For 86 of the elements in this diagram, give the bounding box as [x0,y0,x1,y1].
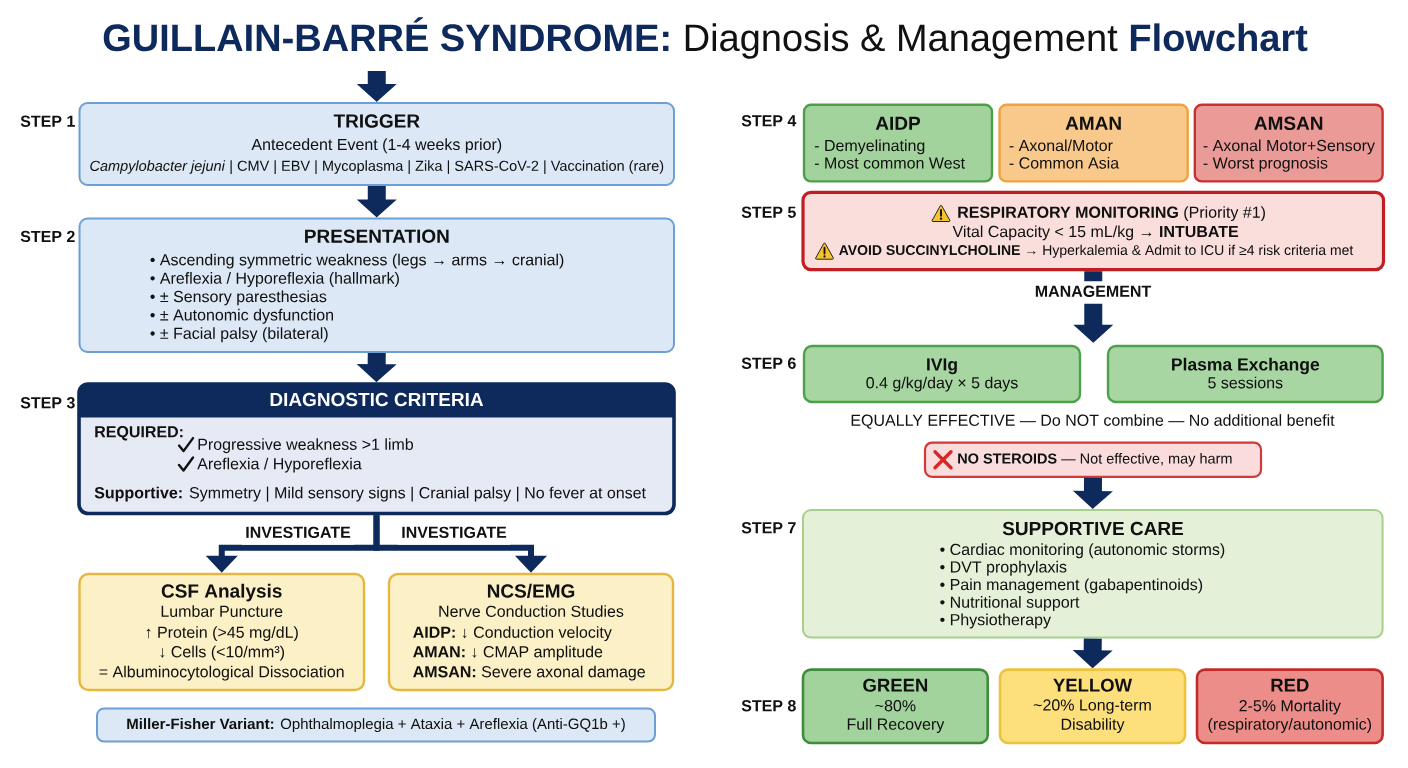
box-heading: RED [1271,678,1309,692]
category-box [998,103,1189,183]
test-box [387,572,675,692]
bullet-text: • Cardiac monitoring (autonomic storms) [940,543,1225,559]
box-text: Nerve Conduction Studies [439,605,624,617]
box-text: ~80% [875,700,916,712]
step-label: STEP 4 [741,115,797,127]
box-text: - Most common West [814,157,965,169]
box-text: Vital Capacity < 15 mL/kg → INTUBATE [952,225,1239,241]
box-text: ↓ Cells (<10/mm³) [160,645,285,661]
criteria-box [77,382,676,516]
box-heading: TRIGGER [333,114,420,128]
bullet-text: • DVT prophylaxis [940,560,1067,576]
step-label: STEP 1 [20,115,75,127]
box-text: Areflexia / Hyporeflexia [197,457,362,473]
note-box [96,707,656,743]
edge-label: MANAGEMENT [1031,281,1155,304]
bullet-text: • Areflexia / Hyporeflexia (hallmark) [150,272,399,287]
outcome-box [1195,668,1384,745]
box-text: Progressive weakness >1 limb [198,438,414,454]
box-text: Miller-Fisher Variant: Ophthalmoplegia + Ataxia + Areflexia (Anti-GQ1b +) [127,718,625,733]
box-text: AMAN: ↓ CMAP amplitude [413,645,603,661]
box-text: Antecedent Event (1-4 weeks prior) [251,138,502,154]
box-text: REQUIRED: [95,426,183,441]
note-text: EQUALLY EFFECTIVE — Do NOT combine — No additional benefit [851,414,1335,429]
warning-box [801,190,1386,272]
box-text: - Demyelinating [814,139,925,155]
box-text: = Albuminocytological Dissociation [99,665,344,681]
box-text: ↑ Protein (>45 mg/dL) [146,626,298,642]
box-text: AMSAN: Severe axonal damage [413,665,645,681]
box-text: Supportive: Symmetry | Mild sensory signs | Cranial palsy | No fever at onset [94,486,646,502]
title: GUILLAIN-BARRÉ SYNDROME: Diagnosis & Management Flowchart [103,17,1308,59]
bullet-text: • Pain management (gabapentinoids) [940,578,1203,594]
box-text: 5 sessions [1208,376,1283,389]
box-heading: AMSAN [1254,116,1323,130]
box-text: - Worst prognosis [1203,156,1328,172]
bullet-text: • ± Facial palsy (bilateral) [150,327,328,343]
step-label: STEP 3 [20,397,75,409]
bullet-text: • ± Sensory paresthesias [150,290,327,306]
process-box [78,217,675,353]
outcome-box [801,668,989,745]
bullet-text: • Physiotherapy [940,613,1051,629]
box-text: - Axonal Motor+Sensory [1203,139,1375,155]
category-box [1193,103,1384,183]
box-text: (respiratory/autonomic) [1208,718,1372,733]
box-heading: AIDP [875,116,921,130]
warning-box [923,441,1263,478]
box-text: NO STEROIDS — Not effective, may harm [958,453,1232,467]
box-heading: SUPPORTIVE CARE [1002,521,1183,536]
step-label: STEP 8 [741,700,796,712]
box-text: Full Recovery [847,718,945,733]
edge-label: INVESTIGATE [397,522,511,545]
process-box [802,509,1384,639]
edge-label: INVESTIGATE [241,522,355,545]
box-text: RESPIRATORY MONITORING (Priority #1) [958,206,1265,222]
box-text: Campylobacter jejuni | CMV | EBV | Mycoplasma | Zika | SARS-CoV-2 | Vaccination (rare) [90,160,664,174]
box-text: AIDP: ↓ Conduction velocity [413,626,612,642]
step-label: STEP 5 [741,206,796,218]
box-text: 0.4 g/kg/day × 5 days [866,376,1018,392]
step-label: STEP 7 [741,522,796,534]
box-heading: IVIg [927,358,957,375]
box-text: Lumbar Puncture [161,605,283,617]
box-heading: Plasma Exchange [1172,357,1320,375]
step-label: STEP 6 [741,357,796,369]
outcome-box [998,668,1187,745]
box-heading: PRESENTATION [305,229,449,243]
box-text: - Axonal/Motor [1009,139,1113,152]
box-text: AVOID SUCCINYLCHOLINE → Hyperkalemia & Admit to ICU if ≥4 risk criteria met [839,244,1354,258]
bullet-text: • ± Autonomic dysfunction [150,308,333,324]
box-text: 2-5% Mortality [1239,699,1341,715]
bullet-text: • Ascending symmetric weakness (legs → arms → cranial) [150,253,564,269]
box-heading: DIAGNOSTIC CRITERIA [270,392,484,407]
step-label: STEP 2 [20,230,75,243]
category-box [802,103,994,183]
box-text: ~20% Long-term Disability [1033,699,1151,734]
box-heading: CSF Analysis [161,583,282,602]
box-text: - Common Asia [1009,156,1120,169]
test-box [78,572,366,692]
box-heading: NCS/EMG [487,583,575,598]
process-box [78,102,675,186]
bullet-text: • Nutritional support [940,596,1080,611]
box-heading: YELLOW [1053,678,1133,692]
treatment-box [802,344,1082,404]
box-heading: AMAN [1065,116,1121,130]
box-heading: GREEN [863,678,928,692]
treatment-box [1106,344,1384,404]
